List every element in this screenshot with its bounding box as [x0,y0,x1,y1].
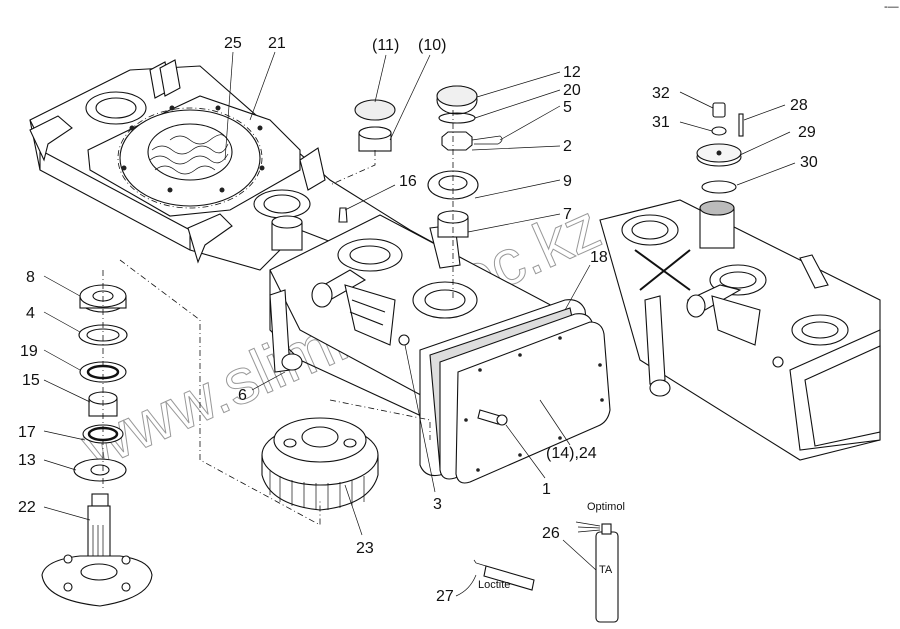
callout-28: 28 [790,97,808,114]
gearbox-block [269,214,611,484]
callout-7: 7 [563,206,572,223]
callout-22: 22 [18,499,36,516]
callout-9: 9 [563,173,572,190]
callout-6: 6 [238,387,247,404]
callout-25: 25 [224,35,242,52]
callout-21: 21 [268,35,286,52]
callout-29: 29 [798,124,816,141]
callout-17: 17 [18,424,36,441]
callout-20: 20 [563,82,581,99]
callout-18: 18 [590,249,608,266]
callout-12: 12 [563,64,581,81]
callout-16: 16 [399,173,417,190]
callout-labels: 25 21 (11) (10) 12 20 5 2 16 9 7 18 32 2… [18,35,818,605]
tube-brand-label: Loctite [478,579,510,591]
spray-can-26: Optimol TA [575,501,625,623]
callout-31: 31 [652,114,670,131]
shaft-stack-left [41,270,153,607]
bearing-stack-right [696,102,744,194]
callout-3: 3 [433,496,442,513]
spray-can-text: TA [599,564,613,576]
leader-lines [43,51,796,597]
tube-27: Loctite [473,559,535,591]
callout-13: 13 [18,452,36,469]
callout-26: 26 [542,525,560,542]
callout-15: 15 [22,372,40,389]
gear-23 [119,259,431,526]
callout-14-24: (14),24 [546,445,597,462]
callout-11: (11) [372,37,399,54]
callout-10: (10) [418,37,446,54]
callout-2: 2 [563,138,572,155]
callout-32: 32 [652,85,670,102]
bearing-stack-center [329,85,503,300]
spray-brand-label: Optimol [587,501,625,513]
callout-4: 4 [26,305,35,322]
corner-mark: -— [884,1,899,13]
callout-5: 5 [563,99,572,116]
callout-8: 8 [26,269,35,286]
callout-1: 1 [542,481,551,498]
callout-19: 19 [20,343,38,360]
callout-23: 23 [356,540,374,557]
housing-right [599,199,881,461]
callout-27: 27 [436,588,454,605]
callout-30: 30 [800,154,818,171]
